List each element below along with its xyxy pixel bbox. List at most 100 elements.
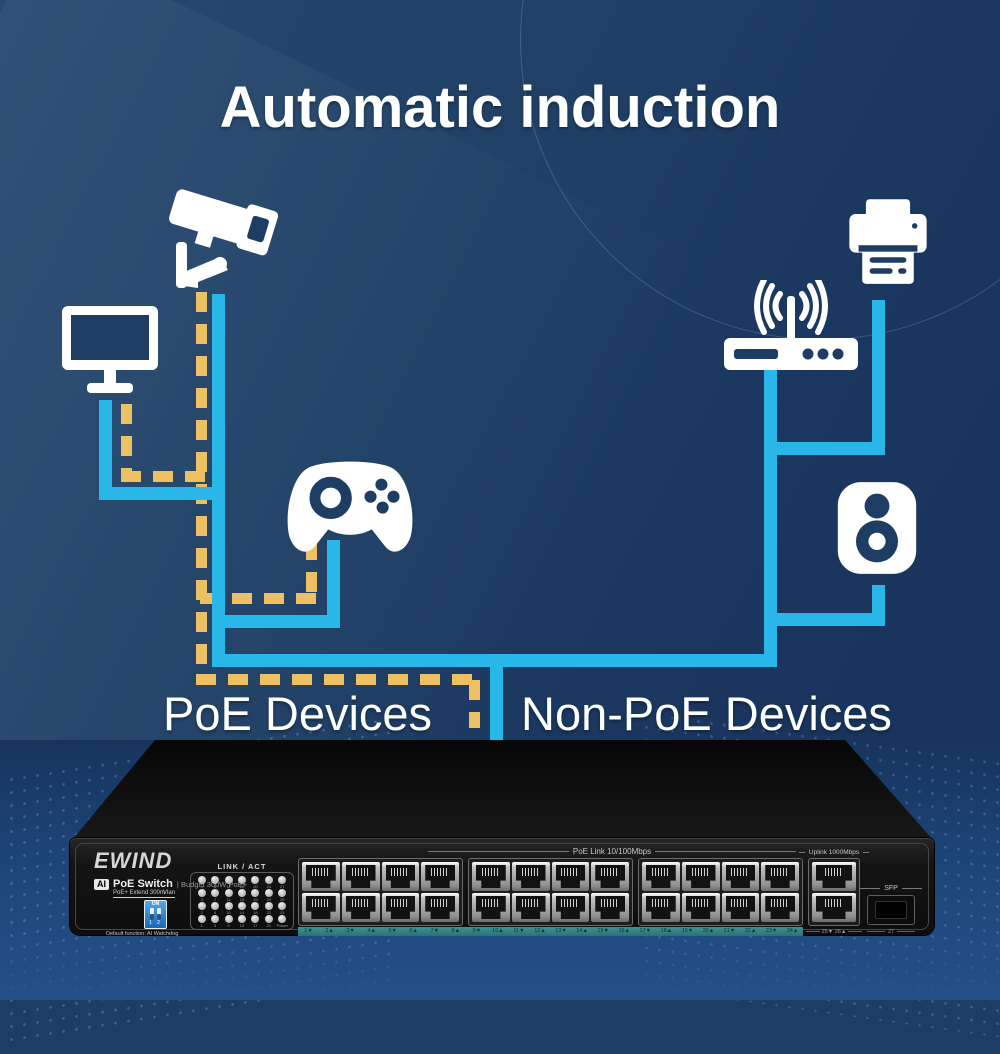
cable-yellow-monitor-vertical — [121, 404, 132, 482]
rj45-port — [381, 862, 420, 891]
monitor-icon — [60, 306, 160, 396]
brand-logo: EWIND — [94, 848, 173, 873]
rj45-port — [341, 862, 380, 891]
led-indicator: 6 — [208, 902, 221, 915]
cctv-camera-icon — [158, 178, 300, 300]
port-number: 9▼ — [472, 928, 482, 934]
port-number: 16▲ — [618, 928, 630, 934]
led-indicator: 7 — [208, 889, 221, 902]
dip-sliders — [150, 908, 161, 920]
rj45-port — [591, 893, 629, 922]
dip-on-label: ON — [151, 901, 160, 907]
port-number: 21▼ — [723, 928, 736, 934]
cable-cyan-printer-horizontal — [772, 442, 877, 455]
led-indicator: 20 — [249, 876, 262, 889]
port-number: 2▲ — [325, 928, 334, 934]
cable-cyan-controller-horizontal — [214, 615, 340, 628]
cable-cyan-speaker-horizontal — [772, 613, 877, 626]
cable-yellow-monitor-horizontal — [121, 471, 207, 482]
led-indicator: 19 — [249, 889, 262, 902]
ai-badge: AI — [94, 878, 109, 890]
led-indicator: 9 — [222, 915, 235, 928]
rj45-port — [812, 862, 856, 891]
port-number: 3▼ — [346, 928, 355, 934]
port-group-1 — [298, 858, 463, 926]
speaker-icon — [834, 478, 920, 578]
led-indicator: 11 — [222, 889, 235, 902]
poe-switch: EWIND AI PoE Switch | Budget 300W PoE+ P… — [0, 740, 1000, 937]
rj45-port — [472, 893, 510, 922]
rj45-port — [472, 862, 510, 891]
sfp-port — [867, 895, 915, 925]
port-number: 8▲ — [451, 928, 461, 934]
uplink-port-group — [808, 858, 860, 926]
uplink-label: Uplink 1000Mbps — [799, 849, 869, 856]
rj45-port — [551, 893, 590, 922]
cable-cyan-printer-vertical — [872, 300, 885, 455]
dip-numbers: 1 2 — [149, 920, 162, 926]
port-number: 11▼ — [513, 928, 525, 934]
port-number: 23▼ — [765, 928, 778, 934]
rj45-port — [721, 862, 760, 891]
rj45-port — [681, 893, 720, 922]
game-controller-icon — [276, 452, 424, 568]
page-title: Automatic induction — [219, 75, 781, 140]
led-indicator: 25 — [276, 902, 289, 915]
port-number: 19▼ — [681, 928, 694, 934]
rj45-port — [421, 893, 459, 922]
budget-text: | Budget 300W PoE+ — [176, 879, 248, 889]
port-number: 24▲ — [786, 928, 799, 934]
rj45-port — [681, 862, 720, 891]
port-number: 6▲ — [409, 928, 419, 934]
rj45-port — [761, 893, 799, 922]
port-number: 22▲ — [744, 928, 757, 934]
sfp-slot — [875, 901, 907, 919]
led-indicator: 2 — [195, 902, 208, 915]
rj45-port — [341, 893, 380, 922]
led-indicator: 15 — [235, 889, 248, 902]
dip-slider-2 — [157, 908, 161, 920]
port-group-3 — [638, 858, 803, 926]
led-indicator: 13 — [235, 915, 248, 928]
rj45-port — [721, 893, 760, 922]
cable-yellow-main-horizontal — [196, 674, 480, 685]
product-name-row: AI PoE Switch | Budget 300W PoE+ — [94, 878, 247, 890]
switch-front-panel: EWIND AI PoE Switch | Budget 300W PoE+ P… — [70, 838, 934, 937]
rj45-port — [551, 862, 590, 891]
port-number: 5▼ — [388, 928, 397, 934]
dip-switch: ON 1 2 — [144, 900, 167, 929]
rj45-port — [421, 862, 459, 891]
led-indicator: 24 — [262, 876, 275, 889]
port-number: 12▲ — [534, 928, 546, 934]
port-number: 15▼ — [597, 928, 609, 934]
port-number: 18▲ — [660, 928, 673, 934]
non-poe-devices-label: Non-PoE Devices — [521, 687, 892, 740]
cable-yellow-switch-drop — [469, 680, 480, 728]
rj45-port — [511, 893, 550, 922]
dip-caption: Default function: AI Watchdog — [106, 930, 179, 937]
switch-top-face — [72, 740, 933, 840]
poe-devices-label: PoE Devices — [163, 687, 433, 740]
poe-ports-label: PoE Link 10/100Mbps — [428, 847, 796, 856]
port-number: 4▲ — [367, 928, 376, 934]
led-indicator: 14 — [235, 902, 248, 915]
cable-yellow-controller-vertical — [306, 540, 317, 604]
dip-label-extend: PoE+ Extend 300m — [113, 890, 165, 898]
rj45-port — [381, 893, 420, 922]
rj45-port — [642, 862, 680, 891]
rj45-port — [591, 862, 629, 891]
led-indicator: 16 — [235, 876, 248, 889]
wifi-router-icon — [716, 280, 866, 376]
port-number: 13▼ — [555, 928, 567, 934]
rj45-port — [812, 893, 856, 922]
rj45-port — [302, 862, 340, 891]
sfp-port-number: 27 — [867, 927, 915, 936]
cable-cyan-monitor-vertical — [99, 400, 112, 500]
port-group-2 — [468, 858, 633, 926]
led-indicator: Power — [276, 915, 289, 928]
reflection-fade — [0, 936, 1000, 1000]
led-indicator: 26 — [276, 889, 289, 902]
port-number: 10▲ — [492, 928, 504, 934]
uplink-port-numbers: 25▼ 26▲ — [806, 927, 862, 936]
